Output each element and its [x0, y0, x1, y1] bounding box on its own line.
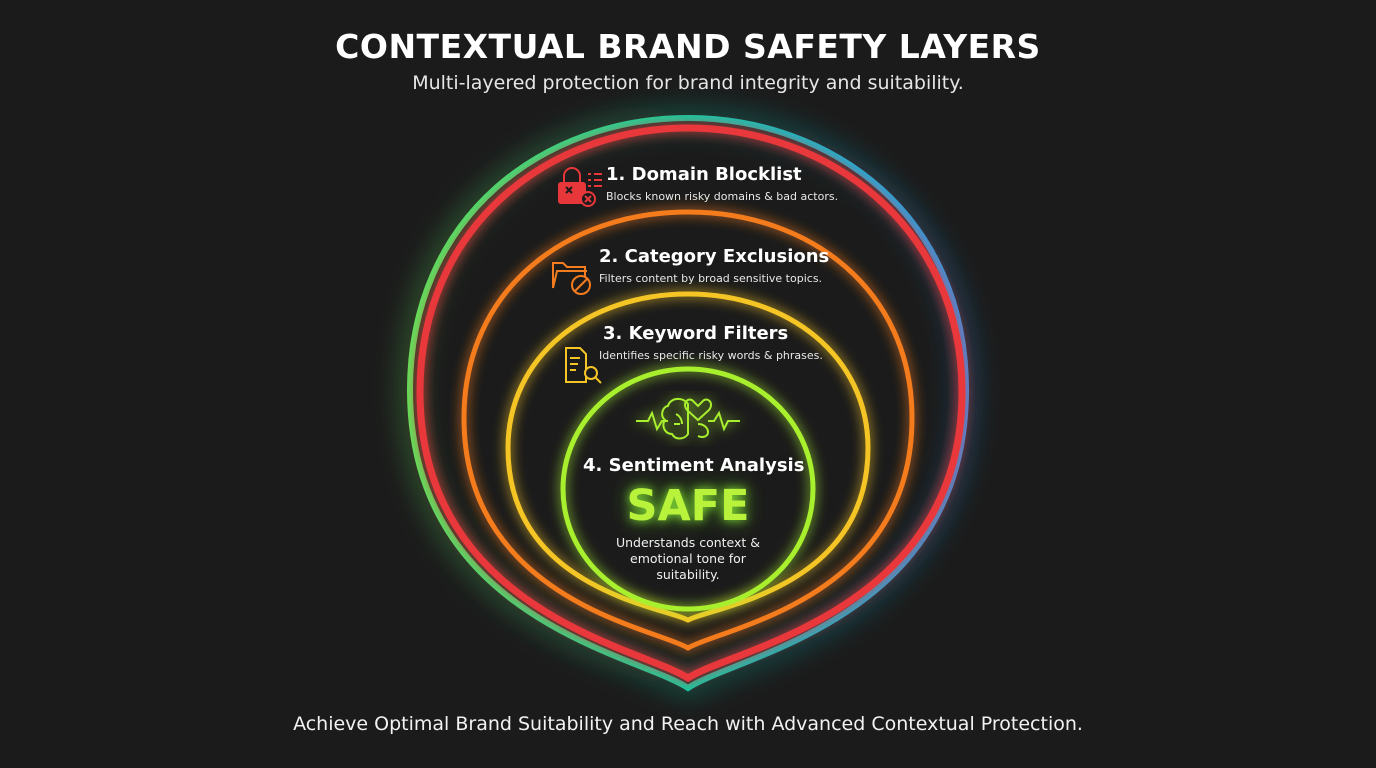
layer-4-title: 4. Sentiment Analysis — [583, 455, 805, 476]
brain-heart-pulse-icon — [636, 398, 740, 440]
layer-1-description: Blocks known risky domains & bad actors. — [606, 190, 839, 203]
layer-4-description: Understands context & emotional tone for… — [615, 535, 761, 582]
footer-tagline: Achieve Optimal Brand Suitability and Re… — [293, 713, 1083, 735]
sentiment-analysis-ring — [560, 366, 816, 612]
outer-ring — [406, 114, 970, 692]
keyword-filters-ring — [505, 291, 871, 623]
folder-block-icon — [552, 262, 591, 295]
document-search-icon — [565, 347, 602, 384]
layer-1-title: 1. Domain Blocklist — [606, 164, 802, 185]
page-title: CONTEXTUAL BRAND SAFETY LAYERS — [335, 27, 1041, 66]
page-subtitle: Multi-layered protection for brand integ… — [412, 72, 964, 94]
category-exclusions-ring — [461, 209, 915, 651]
domain-blocklist-ring — [416, 124, 966, 683]
safe-badge: SAFE — [626, 481, 750, 531]
layer-2-description: Filters content by broad sensitive topic… — [599, 272, 823, 285]
layer-3-description: Identifies specific risky words & phrase… — [599, 349, 823, 362]
layer-2-title: 2. Category Exclusions — [599, 246, 830, 267]
layer-3-title: 3. Keyword Filters — [603, 323, 789, 344]
lock-blocklist-icon — [558, 167, 602, 207]
